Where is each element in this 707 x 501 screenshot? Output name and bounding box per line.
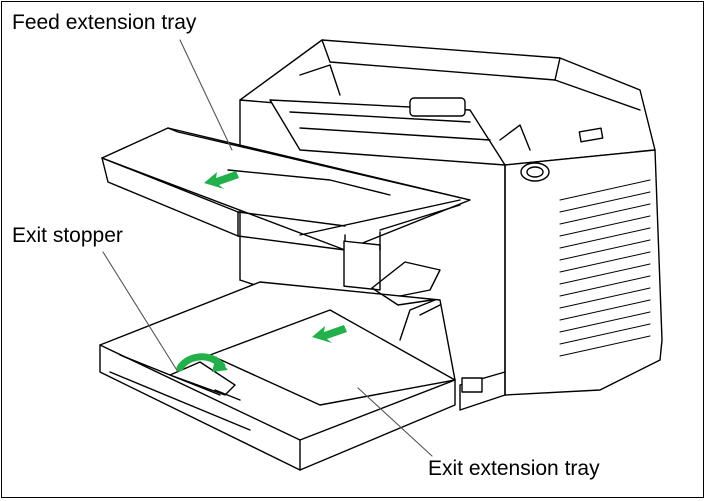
rotate-arrow-icon (176, 353, 228, 372)
leader-feed-extension-tray (179, 39, 233, 151)
callout-feed-extension-tray: Feed extension tray (12, 11, 197, 34)
leader-exit-extension-tray (357, 387, 433, 457)
exit-tray (99, 261, 456, 471)
green-arrow-icon (204, 171, 239, 189)
callout-exit-stopper: Exit stopper (12, 224, 123, 247)
leader-exit-stopper (102, 251, 179, 373)
side-vents (559, 179, 651, 357)
leader-lines (102, 39, 433, 457)
power-button (520, 162, 550, 182)
callout-exit-extension-tray: Exit extension tray (428, 457, 600, 480)
exit-stopper (169, 361, 241, 401)
green-arrow-icon (312, 325, 347, 343)
scanner-body (239, 39, 663, 411)
feed-extension-tray (101, 127, 471, 291)
